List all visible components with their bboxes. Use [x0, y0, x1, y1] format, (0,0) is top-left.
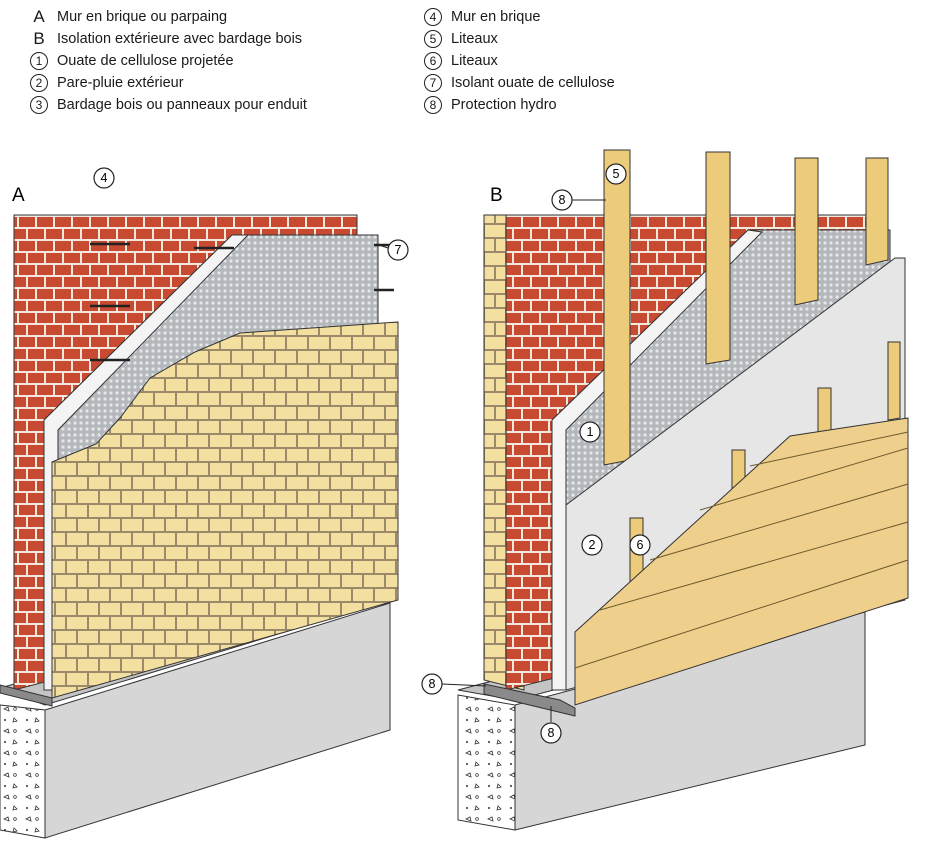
panel-a-letter: A: [12, 185, 25, 206]
batten-5-1: [603, 149, 631, 466]
batten-6-4: [887, 341, 901, 421]
legend-item-1: 1 Ouate de cellulose projetée: [30, 50, 307, 72]
callout-4-a: 4: [93, 167, 115, 189]
svg-text:2: 2: [589, 538, 596, 552]
legend-key-4: 4: [424, 8, 442, 26]
foundation-front-b: [457, 694, 516, 831]
panel-b: B 8 5 1 2 6 8 8: [421, 149, 909, 831]
legend-key-b: B: [33, 29, 45, 48]
legend-text-3: Bardage bois ou panneaux pour enduit: [57, 97, 307, 113]
legend-text-4: Mur en brique: [451, 9, 541, 25]
legend-key-3: 3: [30, 96, 48, 114]
legend-text-a: Mur en brique ou parpaing: [57, 9, 228, 25]
legend: A Mur en brique ou parpaing B Isolation …: [0, 0, 940, 120]
callout-8-top-b: 8: [551, 189, 606, 211]
legend-item-2: 2 Pare-pluie extérieur: [30, 72, 307, 94]
batten-5-3: [794, 157, 819, 306]
legend-item-a: A Mur en brique ou parpaing: [30, 6, 307, 28]
wood-cladding-b: [574, 417, 909, 706]
svg-text:8: 8: [429, 677, 436, 691]
legend-text-2: Pare-pluie extérieur: [57, 75, 184, 91]
legend-item-3: 3 Bardage bois ou panneaux pour enduit: [30, 94, 307, 116]
base-protection-a: [0, 684, 53, 707]
legend-key-8: 8: [424, 96, 442, 114]
legend-key-5: 5: [424, 30, 442, 48]
legend-text-b: Isolation extérieure avec bardage bois: [57, 31, 303, 47]
svg-text:1: 1: [587, 425, 594, 439]
wall-ties-a: [90, 242, 394, 362]
legend-item-8: 8 Protection hydro: [424, 94, 615, 116]
legend-item-5: 5 Liteaux: [424, 28, 615, 50]
yellow-brick-wall-a: [51, 321, 399, 699]
legend-item-7: 7 Isolant ouate de cellulose: [424, 72, 615, 94]
legend-text-6: Liteaux: [451, 53, 498, 69]
cladding-board-lines: [574, 431, 909, 669]
callout-7-a: 7: [375, 239, 409, 261]
svg-text:8: 8: [548, 726, 555, 740]
foundation-front-a: [0, 704, 46, 839]
legend-key-6: 6: [424, 52, 442, 70]
legend-item-b: B Isolation extérieure avec bardage bois: [30, 28, 307, 50]
legend-item-4: 4 Mur en brique: [424, 6, 615, 28]
svg-text:6: 6: [637, 538, 644, 552]
batten-5-4: [865, 157, 889, 266]
foundation-side-a: [44, 602, 391, 839]
callout-2-b: 2: [581, 534, 603, 556]
svg-text:4: 4: [101, 171, 108, 185]
panel-a: A 4 7: [0, 167, 409, 839]
legend-text-8: Protection hydro: [451, 97, 557, 113]
svg-text:7: 7: [395, 243, 402, 257]
legend-key-2: 2: [30, 74, 48, 92]
legend-key-7: 7: [424, 74, 442, 92]
legend-key-a: A: [33, 7, 45, 26]
batten-5-2: [705, 151, 731, 365]
legend-column-right: 4 Mur en brique 5 Liteaux 6 Liteaux 7 Is…: [424, 6, 615, 116]
callout-6-b: 6: [629, 534, 651, 556]
legend-text-1: Ouate de cellulose projetée: [57, 53, 234, 69]
svg-text:5: 5: [613, 167, 620, 181]
callout-1-b: 1: [579, 421, 601, 443]
base-protection-b: [483, 683, 576, 717]
legend-text-5: Liteaux: [451, 31, 498, 47]
legend-key-1: 1: [30, 52, 48, 70]
svg-text:8: 8: [559, 193, 566, 207]
legend-column-left: A Mur en brique ou parpaing B Isolation …: [30, 6, 307, 116]
callout-8-bottom-b: 8: [540, 706, 562, 744]
panel-b-letter: B: [490, 185, 503, 206]
callout-8-left-b: 8: [421, 673, 487, 695]
legend-text-7: Isolant ouate de cellulose: [451, 75, 615, 91]
callout-5-b: 5: [605, 163, 627, 185]
legend-item-6: 6 Liteaux: [424, 50, 615, 72]
